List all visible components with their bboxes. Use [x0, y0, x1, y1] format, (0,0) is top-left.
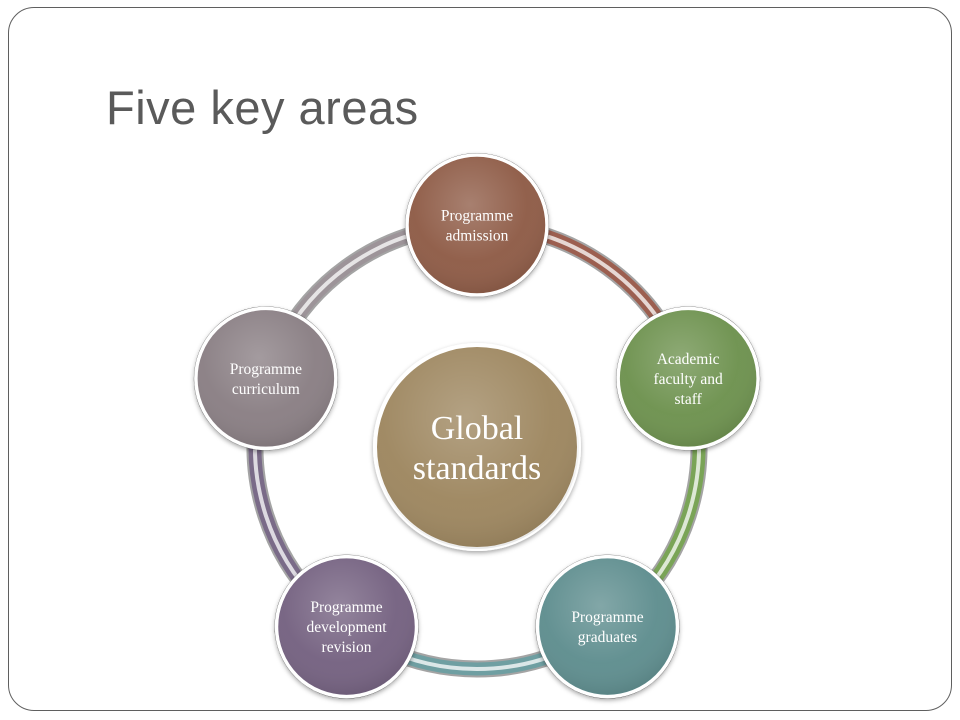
- node-1-label-line-1: Programme: [441, 207, 513, 224]
- cycle-node-1: Programme admission: [405, 153, 549, 297]
- center-label-line-1: Global: [431, 410, 524, 447]
- slide-title: Five key areas: [106, 81, 419, 134]
- node-4-label-line-1: Programme: [310, 599, 382, 616]
- node-2-label-line-1: Academic: [657, 351, 720, 368]
- node-3-label-line-1: Programme: [571, 609, 643, 626]
- cycle-node-4: Programme development revision: [274, 554, 419, 699]
- node-5-label-line-2: curriculum: [232, 381, 300, 398]
- cycle-node-2: Academic faculty and staff: [616, 306, 761, 451]
- node-5-label-line-1: Programme: [230, 361, 302, 378]
- center-label-line-2: standards: [413, 450, 541, 487]
- node-1-label-line-2: admission: [446, 227, 509, 244]
- node-4-label-line-3: revision: [322, 639, 372, 656]
- node-3-label-line-2: graduates: [578, 629, 637, 646]
- cycle-node-3: Programme graduates: [535, 554, 680, 699]
- cycle-node-5: Programme curriculum: [193, 306, 338, 451]
- node-4-label-line-2: development: [306, 619, 387, 636]
- node-2-label-line-3: staff: [674, 391, 702, 408]
- node-2-label-line-2: faculty and: [653, 371, 723, 388]
